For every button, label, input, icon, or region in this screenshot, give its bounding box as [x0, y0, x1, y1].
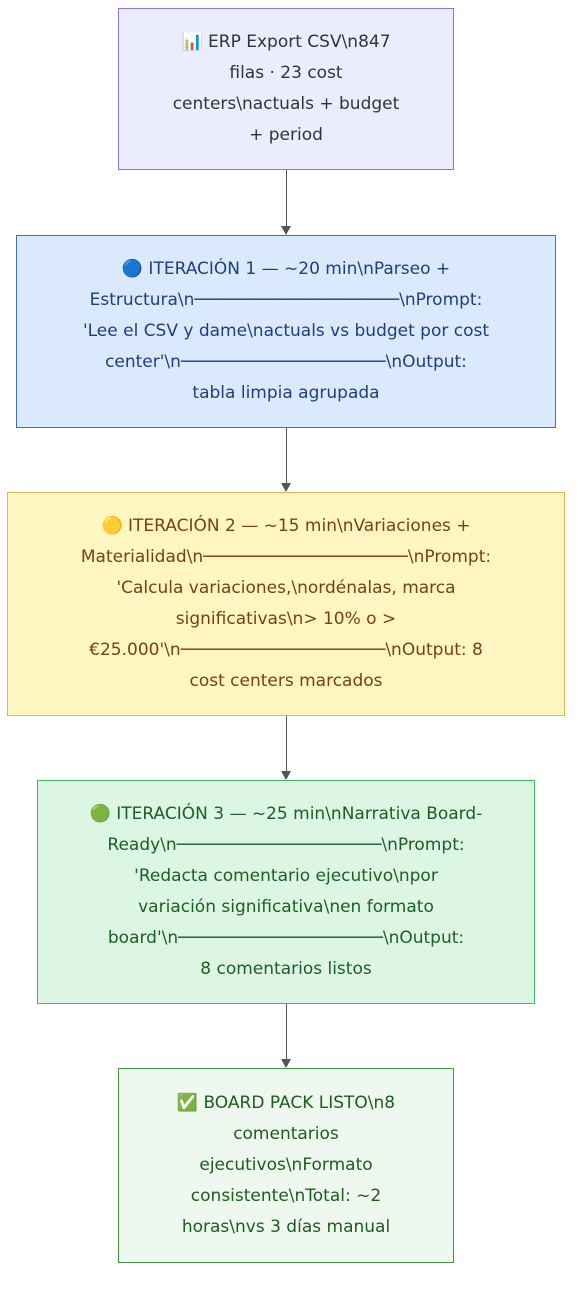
node-text-line: 🟢 ITERACIÓN 3 — ~25 min\nNarrativa Board…: [89, 804, 483, 824]
flow-arrow: [281, 170, 291, 235]
node-text-line: cost centers marcados: [189, 671, 383, 691]
flow-arrow: [281, 428, 291, 492]
node-text-line: comentarios: [233, 1124, 339, 1144]
node-text-line: ✅ BOARD PACK LISTO\n8: [176, 1093, 396, 1113]
node-text-line: 'Redacta comentario ejecutivo\npor: [134, 866, 438, 886]
node-text-line: €25.000'\n────────────────────\nOutput: …: [89, 640, 483, 660]
node-text-line: Ready\n────────────────────\nPrompt:: [107, 835, 465, 855]
node-text-line: tabla limpia agrupada: [192, 383, 380, 403]
flow-arrow: [281, 1004, 291, 1068]
node-text-line: 'Calcula variaciones,\nordénalas, marca: [116, 578, 456, 598]
node-text-line: Materialidad\n────────────────────\nProm…: [80, 547, 492, 567]
node-text-line: 8 comentarios listos: [200, 959, 372, 979]
node-text-line: consistente\nTotal: ~2: [190, 1186, 382, 1206]
board-pack-ready-node: ✅ BOARD PACK LISTO\n8 comentarios ejecut…: [118, 1068, 454, 1263]
flow-arrow: [281, 716, 291, 780]
node-text-line: variación significativa\nen formato: [138, 897, 434, 917]
node-text-line: center'\n────────────────────\nOutput:: [105, 352, 467, 372]
node-text-line: centers\nactuals + budget: [172, 94, 400, 114]
node-text-line: Estructura\n────────────────────\nPrompt…: [89, 290, 483, 310]
iteration-3-node: 🟢 ITERACIÓN 3 — ~25 min\nNarrativa Board…: [37, 780, 535, 1004]
node-text-line: 🟡 ITERACIÓN 2 — ~15 min\nVariaciones +: [101, 516, 471, 536]
node-text-line: + period: [249, 125, 323, 145]
node-text-line: board'\n────────────────────\nOutput:: [107, 928, 465, 948]
iteration-2-node: 🟡 ITERACIÓN 2 — ~15 min\nVariaciones + M…: [7, 492, 565, 716]
node-text-line: 📊 ERP Export CSV\n847: [181, 32, 391, 52]
node-text-line: horas\nvs 3 días manual: [181, 1217, 391, 1237]
node-text-line: 🔵 ITERACIÓN 1 — ~20 min\nParseo +: [121, 259, 451, 279]
node-text-line: significativas\n> 10% o >: [175, 609, 397, 629]
node-text-line: filas · 23 cost: [229, 63, 343, 83]
erp-export-csv-node: 📊 ERP Export CSV\n847 filas · 23 cost ce…: [118, 8, 454, 170]
node-text-line: ejecutivos\nFormato: [199, 1155, 373, 1175]
iteration-1-node: 🔵 ITERACIÓN 1 — ~20 min\nParseo + Estruc…: [16, 235, 556, 428]
node-text-line: 'Lee el CSV y dame\nactuals vs budget po…: [82, 321, 490, 341]
